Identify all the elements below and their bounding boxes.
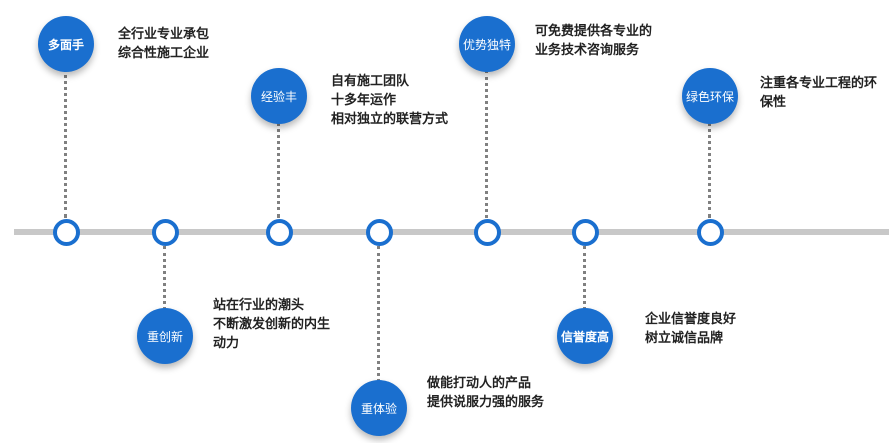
milestone-desc-1: 全行业专业承包 综合性施工企业 — [118, 27, 210, 61]
milestone-badge-6: 信誉度高 — [557, 308, 613, 364]
milestone-badge-4: 重体验 — [351, 380, 407, 436]
milestone-desc-2: 站在行业的潮头 不断激发创新的内生 动力 — [213, 298, 331, 351]
timeline-node-4[interactable] — [366, 219, 393, 246]
timeline-node-7[interactable] — [697, 219, 724, 246]
connector-5 — [485, 70, 488, 218]
timeline-axis — [14, 229, 889, 235]
connector-3 — [277, 122, 280, 218]
milestone-desc-6: 企业信誉度良好 树立诚信品牌 — [645, 312, 737, 346]
milestone-desc-5: 可免费提供各专业的 业务技术咨询服务 — [535, 24, 653, 58]
milestone-badge-7: 绿色环保 — [682, 68, 738, 124]
connector-2 — [163, 246, 166, 310]
timeline-node-3[interactable] — [266, 219, 293, 246]
timeline-node-5[interactable] — [474, 219, 501, 246]
connector-7 — [708, 122, 711, 218]
connector-4 — [377, 246, 380, 382]
milestone-badge-2: 重创新 — [137, 308, 193, 364]
milestone-desc-4: 做能打动人的产品 提供说服力强的服务 — [427, 376, 545, 410]
milestone-badge-3: 经验丰 — [251, 68, 307, 124]
milestone-badge-5: 优势独特 — [459, 16, 515, 72]
timeline-node-1[interactable] — [53, 219, 80, 246]
milestone-badge-1: 多面手 — [38, 16, 94, 72]
timeline-node-2[interactable] — [152, 219, 179, 246]
connector-6 — [583, 246, 586, 310]
connector-1 — [64, 68, 67, 218]
milestone-desc-3: 自有施工团队 十多年运作 相对独立的联营方式 — [331, 74, 449, 127]
milestone-desc-7: 注重各专业工程的环 保性 — [760, 76, 878, 110]
timeline-node-6[interactable] — [572, 219, 599, 246]
